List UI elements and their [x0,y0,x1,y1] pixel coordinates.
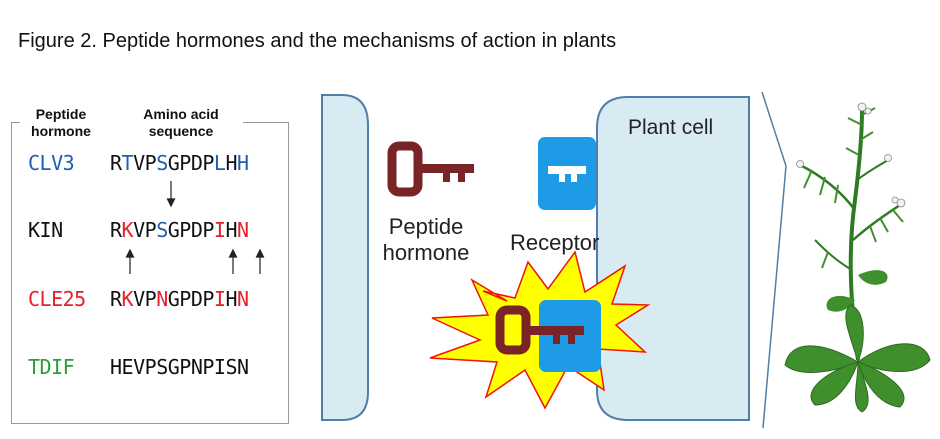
residue: N [237,287,249,311]
header-peptide-hormone: Peptide hormone [20,106,102,140]
bound-key-icon [495,305,584,355]
plant-cell [596,96,750,421]
header-sequence-line2: sequence [148,123,214,139]
residue: P [202,218,214,242]
sequence-cle25: RKVPNGPDPIHN [110,287,249,311]
plant-cell-label: Plant cell [628,116,714,139]
residue: I [213,218,226,242]
sequence-table-frame [11,122,289,424]
residue: V [133,151,145,175]
residue: P [179,287,191,311]
residue: P [179,218,191,242]
residue: R [110,287,122,311]
residue: L [213,151,226,175]
residue: S [156,218,168,242]
table-frame-top-right [243,122,289,123]
zoom-line-top [761,91,787,167]
residue: D [190,151,203,175]
residue: D [190,218,203,242]
residue: H [225,287,238,311]
header-amino-acid-sequence: Amino acid sequence [120,106,242,140]
residue: K [121,287,134,311]
residue: P [144,218,157,242]
header-hormone-line1: Peptide [35,106,87,122]
residue: S [156,355,168,379]
residue: T [121,151,134,175]
arabidopsis-plant-icon [784,102,931,413]
residue: P [179,151,191,175]
residue: G [167,151,180,175]
sequence-tdif: HEVPSGPNPISN [110,355,249,379]
residue: K [121,218,134,242]
residue: R [110,218,122,242]
residue: G [167,218,180,242]
sequence-clv3: RTVPSGPDPLHH [110,151,249,175]
residue: D [190,287,203,311]
residue: H [225,151,238,175]
residue: G [167,287,180,311]
peptide-label-line2: hormone [382,240,470,265]
residue: H [225,218,238,242]
sequence-kin: RKVPSGPDPIHN [110,218,249,242]
residue: N [237,355,249,379]
left-cell-wall [321,94,369,421]
peptide-hormone-label: Peptide hormone [370,214,482,266]
key-icon [387,141,474,197]
residue: H [237,151,249,175]
residue: R [110,151,122,175]
header-hormone-line2: hormone [31,123,91,139]
residue: G [167,355,180,379]
receptor-label: Receptor [510,230,600,255]
residue: P [144,151,157,175]
residue: H [110,355,122,379]
residue: P [202,355,214,379]
residue: N [237,218,249,242]
receptor-icon [538,137,596,210]
residue: P [144,355,157,379]
residue: I [213,355,226,379]
hormone-name-clv3: CLV3 [28,151,75,175]
residue: I [213,287,226,311]
residue: S [225,355,238,379]
residue: V [133,355,145,379]
hormone-name-kin: KIN [28,218,63,242]
residue: P [179,355,191,379]
zoom-line-bottom [762,165,787,429]
figure-title: Figure 2. Peptide hormones and the mecha… [18,30,617,52]
residue: E [121,355,134,379]
hormone-name-tdif: TDIF [28,355,75,379]
residue: P [202,287,214,311]
header-sequence-line1: Amino acid [143,106,219,122]
hormone-name-cle25: CLE25 [28,287,86,311]
residue: S [156,151,168,175]
residue: N [156,287,168,311]
table-frame-top-left [11,122,20,123]
residue: P [202,151,214,175]
residue: P [144,287,157,311]
residue: V [133,287,145,311]
residue: V [133,218,145,242]
peptide-label-line1: Peptide [388,214,464,239]
residue: N [190,355,203,379]
